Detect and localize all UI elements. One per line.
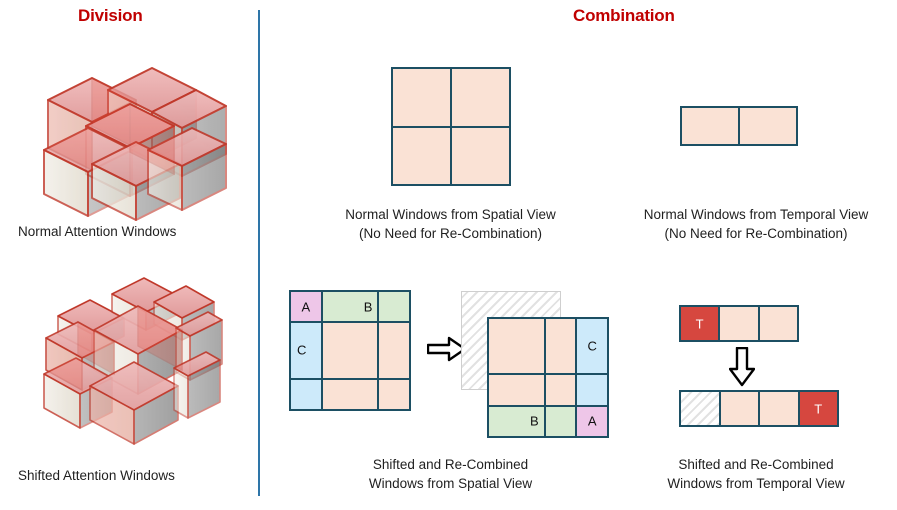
grid-cell-c: C [577,319,607,374]
grid-cell [322,323,378,378]
grid-cell [740,108,796,144]
grid-cell-a: A [577,406,607,436]
grid-cell [545,406,576,436]
caption-shifted-temporal: Shifted and Re-Combined Windows from Tem… [667,457,845,491]
strip-cell [720,307,758,340]
cell-label-a: A [587,413,597,429]
grid-cell [489,375,544,405]
caption-normal-attention-windows: Normal Attention Windows [18,224,177,239]
grid-cell-a: A [291,292,321,322]
caption-normal-temporal: Normal Windows from Temporal View (No Ne… [643,207,869,241]
section-title-combination: Combination [573,6,675,25]
grid-cell [577,375,607,405]
grid-cell [545,375,576,405]
grid-shifted-spatial-before: A B C [289,290,411,411]
caption-shifted-attention-windows: Shifted Attention Windows [18,468,175,483]
grid-cell [452,69,509,126]
grid-cell-b: B [322,292,378,322]
grid-shifted-spatial-after: C B A [487,317,609,438]
grid-cell [379,292,409,322]
strip-cell [759,307,797,340]
cell-label-b: B [530,413,539,429]
cell-label-c: C [587,338,597,354]
cell-label-t: T [695,316,704,331]
grid-cell [322,379,378,409]
grid-cell [393,69,450,126]
strip-shifted-temporal-before: T [679,305,799,342]
cell-label-t: T [814,401,823,416]
section-title-division: Division [78,6,143,25]
strip-cell [760,392,798,425]
grid-cell [682,108,738,144]
cube-3d-shifted-windows [28,268,233,448]
cell-label-c: C [297,342,307,358]
strip-cell-hatched [681,392,719,425]
caption-shifted-spatial: Shifted and Re-Combined Windows from Spa… [368,457,533,491]
grid-normal-spatial [391,67,511,186]
cell-label-a: A [301,299,311,315]
grid-cell [379,379,409,409]
cell-label-b: B [363,299,373,315]
strip-cell-t: T [681,307,719,340]
strip-cell-t: T [799,392,837,425]
grid-cell-b: B [489,406,544,436]
grid-cell-c: C [291,323,321,378]
arrow-right-icon [427,336,467,362]
grid-cell [393,127,450,184]
strip-shifted-temporal-after: T [679,390,839,427]
grid-cell [489,319,544,374]
cube-3d-normal-windows [30,38,240,223]
grid-cell [452,127,509,184]
vertical-divider [258,10,260,496]
grid-cell [379,323,409,378]
arrow-down-icon [729,347,755,387]
caption-normal-spatial: Normal Windows from Spatial View (No Nee… [345,207,556,241]
grid-cell [291,379,321,409]
grid-normal-temporal [680,106,798,146]
grid-cell [545,319,576,374]
strip-cell [720,392,758,425]
